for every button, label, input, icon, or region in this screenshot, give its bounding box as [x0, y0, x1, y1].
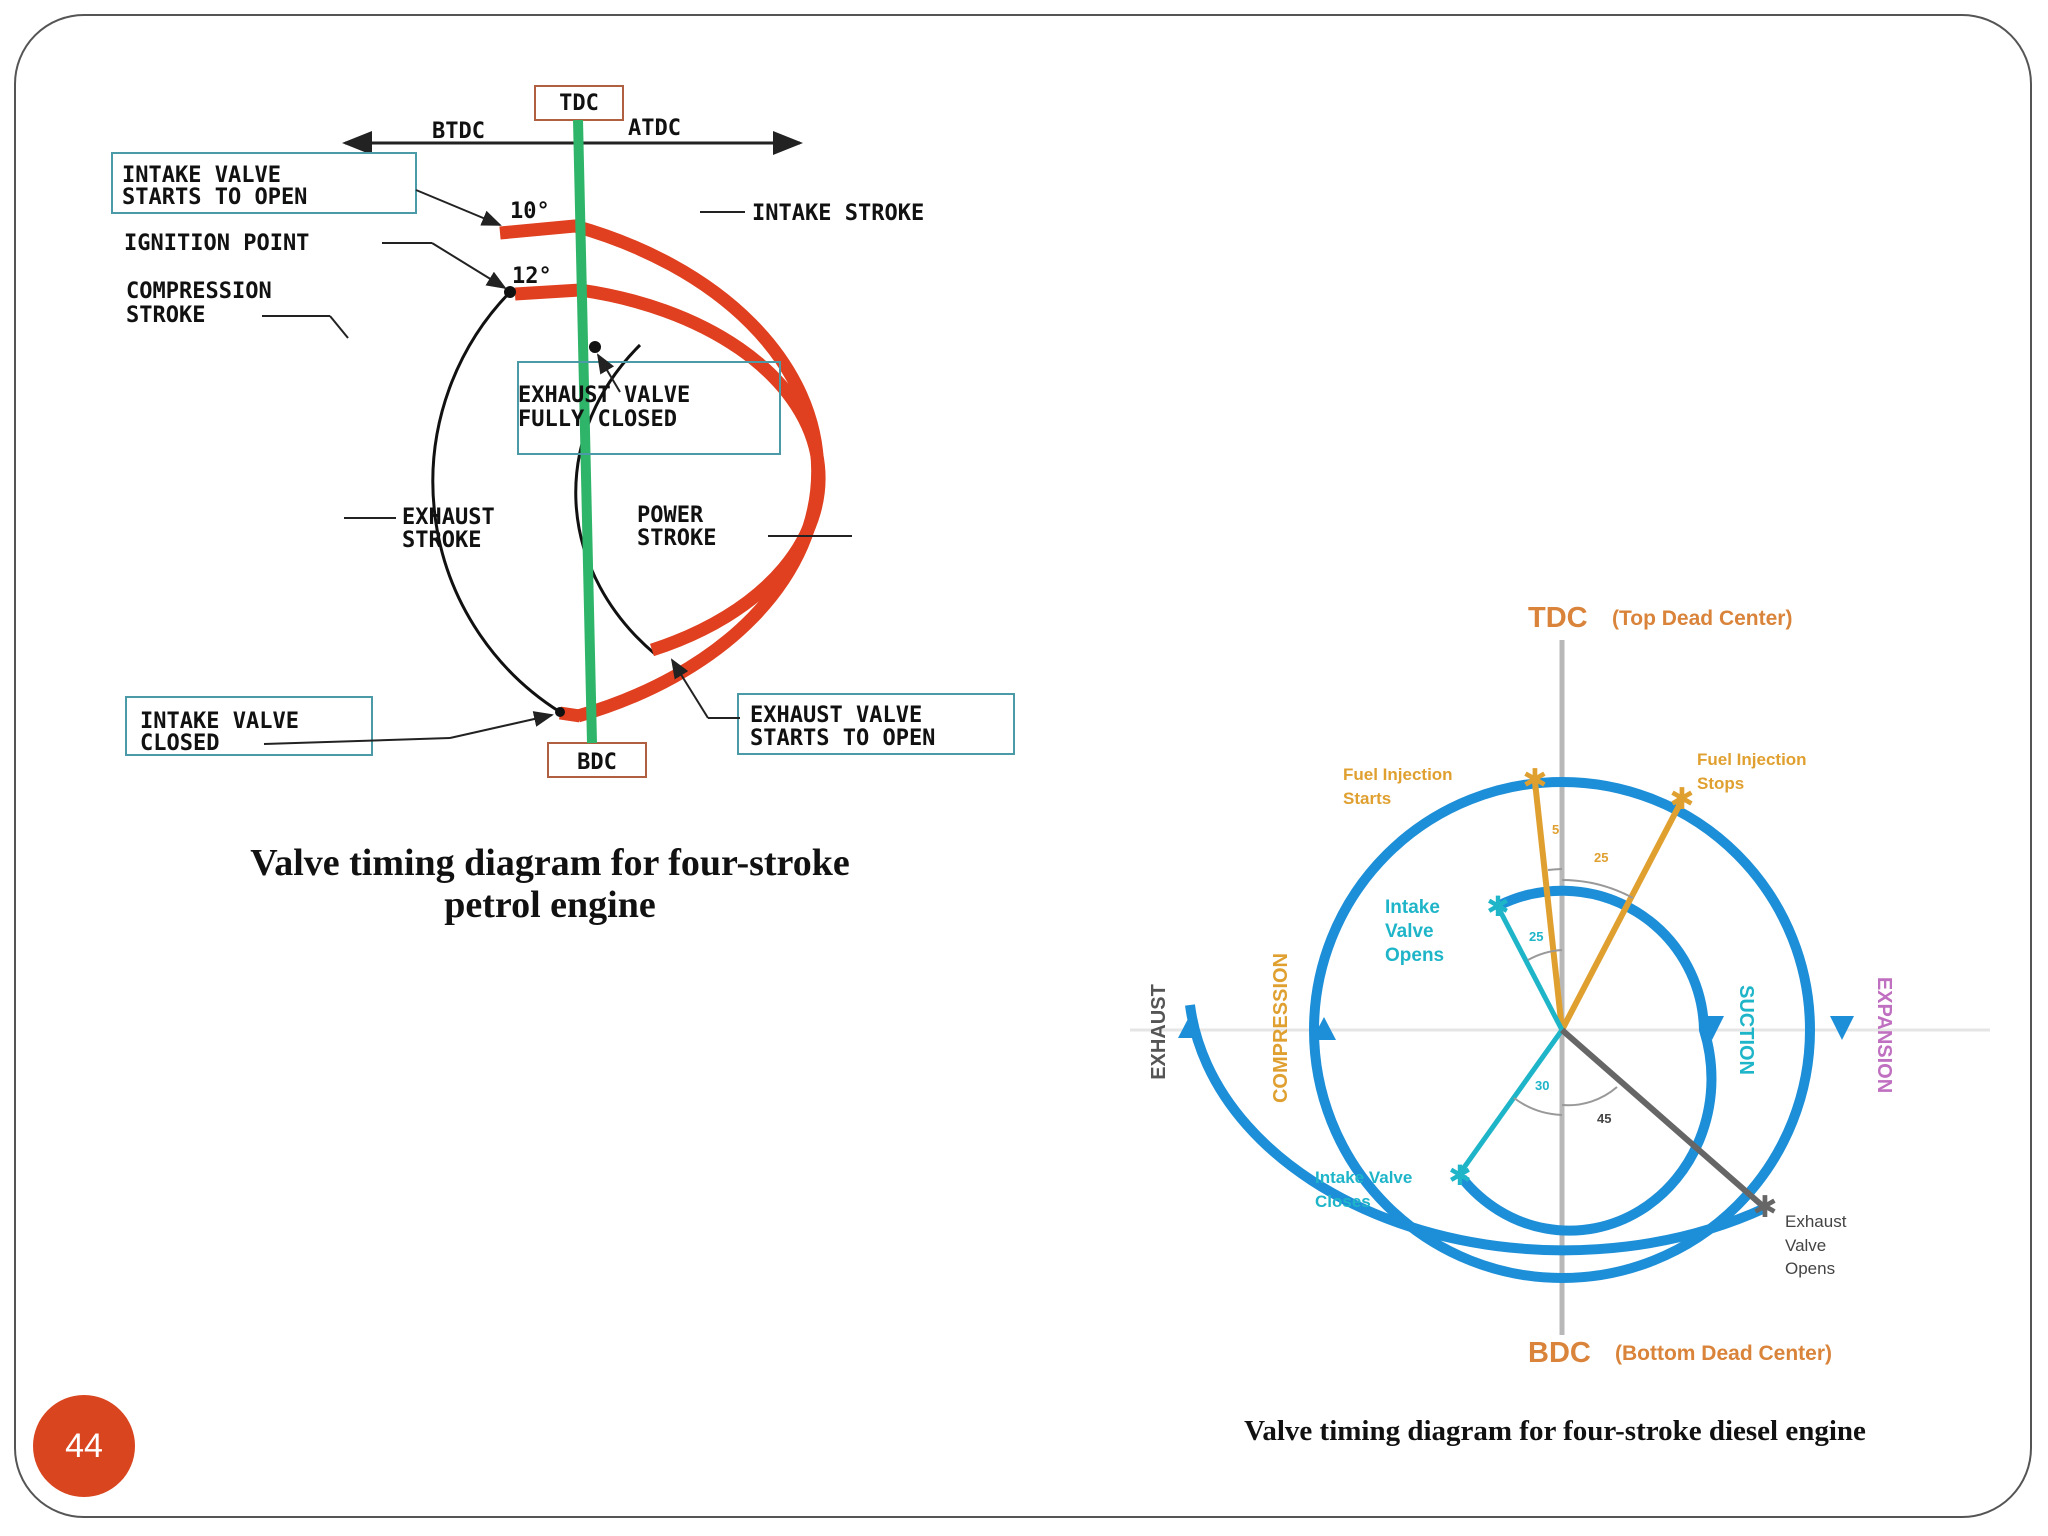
fuel-stop-line2: Stops: [1697, 774, 1744, 793]
intake-opens-line2: STARTS TO OPEN: [122, 185, 307, 210]
intake-closed-box: [125, 696, 373, 756]
petrol-caption-line1: Valve timing diagram for four-stroke: [250, 842, 850, 884]
intake-closes-label2: Closes: [1315, 1192, 1371, 1211]
exhaust-closed-dot: [589, 341, 601, 353]
intake-opens-line1: INTAKE VALVE: [122, 163, 281, 188]
exhaust-opens-label2: Valve: [1785, 1236, 1826, 1255]
petrol-tdc-box: [534, 85, 624, 121]
angle-45-label: 45: [1597, 1111, 1611, 1126]
exhaust-opens-label3: Opens: [1785, 1259, 1835, 1278]
ignition-point-label: IGNITION POINT: [124, 231, 309, 256]
intake-stroke-label: INTAKE STROKE: [752, 201, 924, 226]
slide-frame: [14, 14, 2032, 1518]
ignition-point-dot: [504, 286, 516, 298]
intake-opens-label3: Opens: [1385, 945, 1444, 966]
exhaust-closed-line1: EXHAUST VALVE: [518, 383, 690, 408]
angle-25-intake-label: 25: [1529, 929, 1543, 944]
exhaust-closed-line2: FULLY CLOSED: [518, 407, 677, 432]
angle-10-label: 10°: [510, 199, 550, 224]
petrol-bdc-label: BDC: [577, 750, 617, 775]
fuel-stop-line1: Fuel Injection: [1697, 750, 1807, 769]
compression-stroke-label: COMPRESSION: [1270, 953, 1292, 1103]
svg-text:✱: ✱: [1669, 783, 1694, 816]
petrol-diagram: BTDC ATDC TDC BDC INTAKE VALVE STARTS TO…: [111, 85, 1015, 778]
intake-opens-line: [1495, 905, 1565, 1032]
diesel-bdc-label: BDC: [1528, 1337, 1591, 1369]
svg-text:✱: ✱: [1752, 1191, 1777, 1224]
btdc-label: BTDC: [432, 119, 485, 144]
compression-stroke-line2: STROKE: [126, 303, 205, 328]
suction-stroke-label: SUCTION: [1735, 985, 1757, 1075]
compression-stroke-line1: COMPRESSION: [126, 279, 272, 304]
exhaust-stroke-label: EXHAUST: [1148, 984, 1170, 1080]
svg-text:✱: ✱: [1448, 1160, 1471, 1191]
expansion-stroke-label: EXPANSION: [1873, 977, 1895, 1093]
power-stroke-arc: [514, 283, 826, 657]
exhaust-opens-line: [1560, 1027, 1767, 1211]
page-number-badge: 44: [33, 1395, 135, 1497]
petrol-caption-line2: petrol engine: [444, 884, 656, 926]
intake-closes-label1: Intake Valve: [1315, 1168, 1412, 1187]
intake-closed-line1: INTAKE VALVE: [140, 709, 299, 734]
petrol-caption: Valve timing diagram for four-stroke pet…: [100, 842, 1000, 926]
power-stroke-line1: POWER: [637, 503, 704, 528]
intake-closes-line: [1455, 1028, 1565, 1178]
atdc-label: ATDC: [628, 116, 681, 141]
svg-text:✱: ✱: [1522, 764, 1547, 797]
petrol-tdc-label: TDC: [559, 91, 599, 116]
exhaust-arc: [574, 343, 656, 656]
power-stroke-line2: STROKE: [637, 526, 716, 551]
petrol-bdc-box: [547, 742, 647, 778]
exhaust-opens-box: [737, 693, 1015, 755]
diesel-tdc-label: TDC: [1528, 602, 1588, 634]
fuel-stop-line: [1559, 798, 1685, 1032]
exhaust-opens-line1: EXHAUST VALVE: [750, 703, 922, 728]
exhaust-closed-box: [517, 361, 781, 455]
compression-arc: [431, 290, 561, 714]
exhaust-opens-label1: Exhaust: [1785, 1212, 1847, 1231]
diesel-tdc-full: (Top Dead Center): [1612, 607, 1792, 630]
intake-opens-label1: Intake: [1385, 897, 1440, 918]
diesel-bdc-full: (Bottom Dead Center): [1615, 1342, 1832, 1365]
suction-arc: [1458, 885, 1717, 1236]
fuel-start-line: [1532, 781, 1565, 1031]
intake-closed-line2: CLOSED: [140, 731, 219, 756]
exhaust-opens-line2: STARTS TO OPEN: [750, 726, 935, 751]
angle-12-label: 12°: [512, 264, 552, 289]
exhaust-stroke-line1: EXHAUST: [402, 505, 495, 530]
outer-cycle-circle: [1309, 777, 1815, 1283]
diesel-diagram: ✱ ✱ ✱ ✱ ✱ 5 25 25 30 45 TDC (Top Dead Ce…: [1130, 602, 1990, 1369]
angle-30-label: 30: [1535, 1078, 1549, 1093]
exhaust-stroke-line2: STROKE: [402, 528, 481, 553]
diesel-caption: Valve timing diagram for four-stroke die…: [1244, 1415, 1866, 1447]
intake-opens-box: [111, 152, 417, 214]
fuel-start-line1: Fuel Injection: [1343, 765, 1453, 784]
tdc-bdc-line: [573, 119, 597, 744]
angle-25-fuel-label: 25: [1594, 850, 1608, 865]
exhaust-arc: [1185, 1004, 1768, 1256]
fuel-start-line2: Starts: [1343, 789, 1391, 808]
angle-5-label: 5: [1552, 822, 1559, 837]
svg-text:✱: ✱: [1486, 891, 1509, 922]
intake-opens-label2: Valve: [1385, 921, 1434, 942]
